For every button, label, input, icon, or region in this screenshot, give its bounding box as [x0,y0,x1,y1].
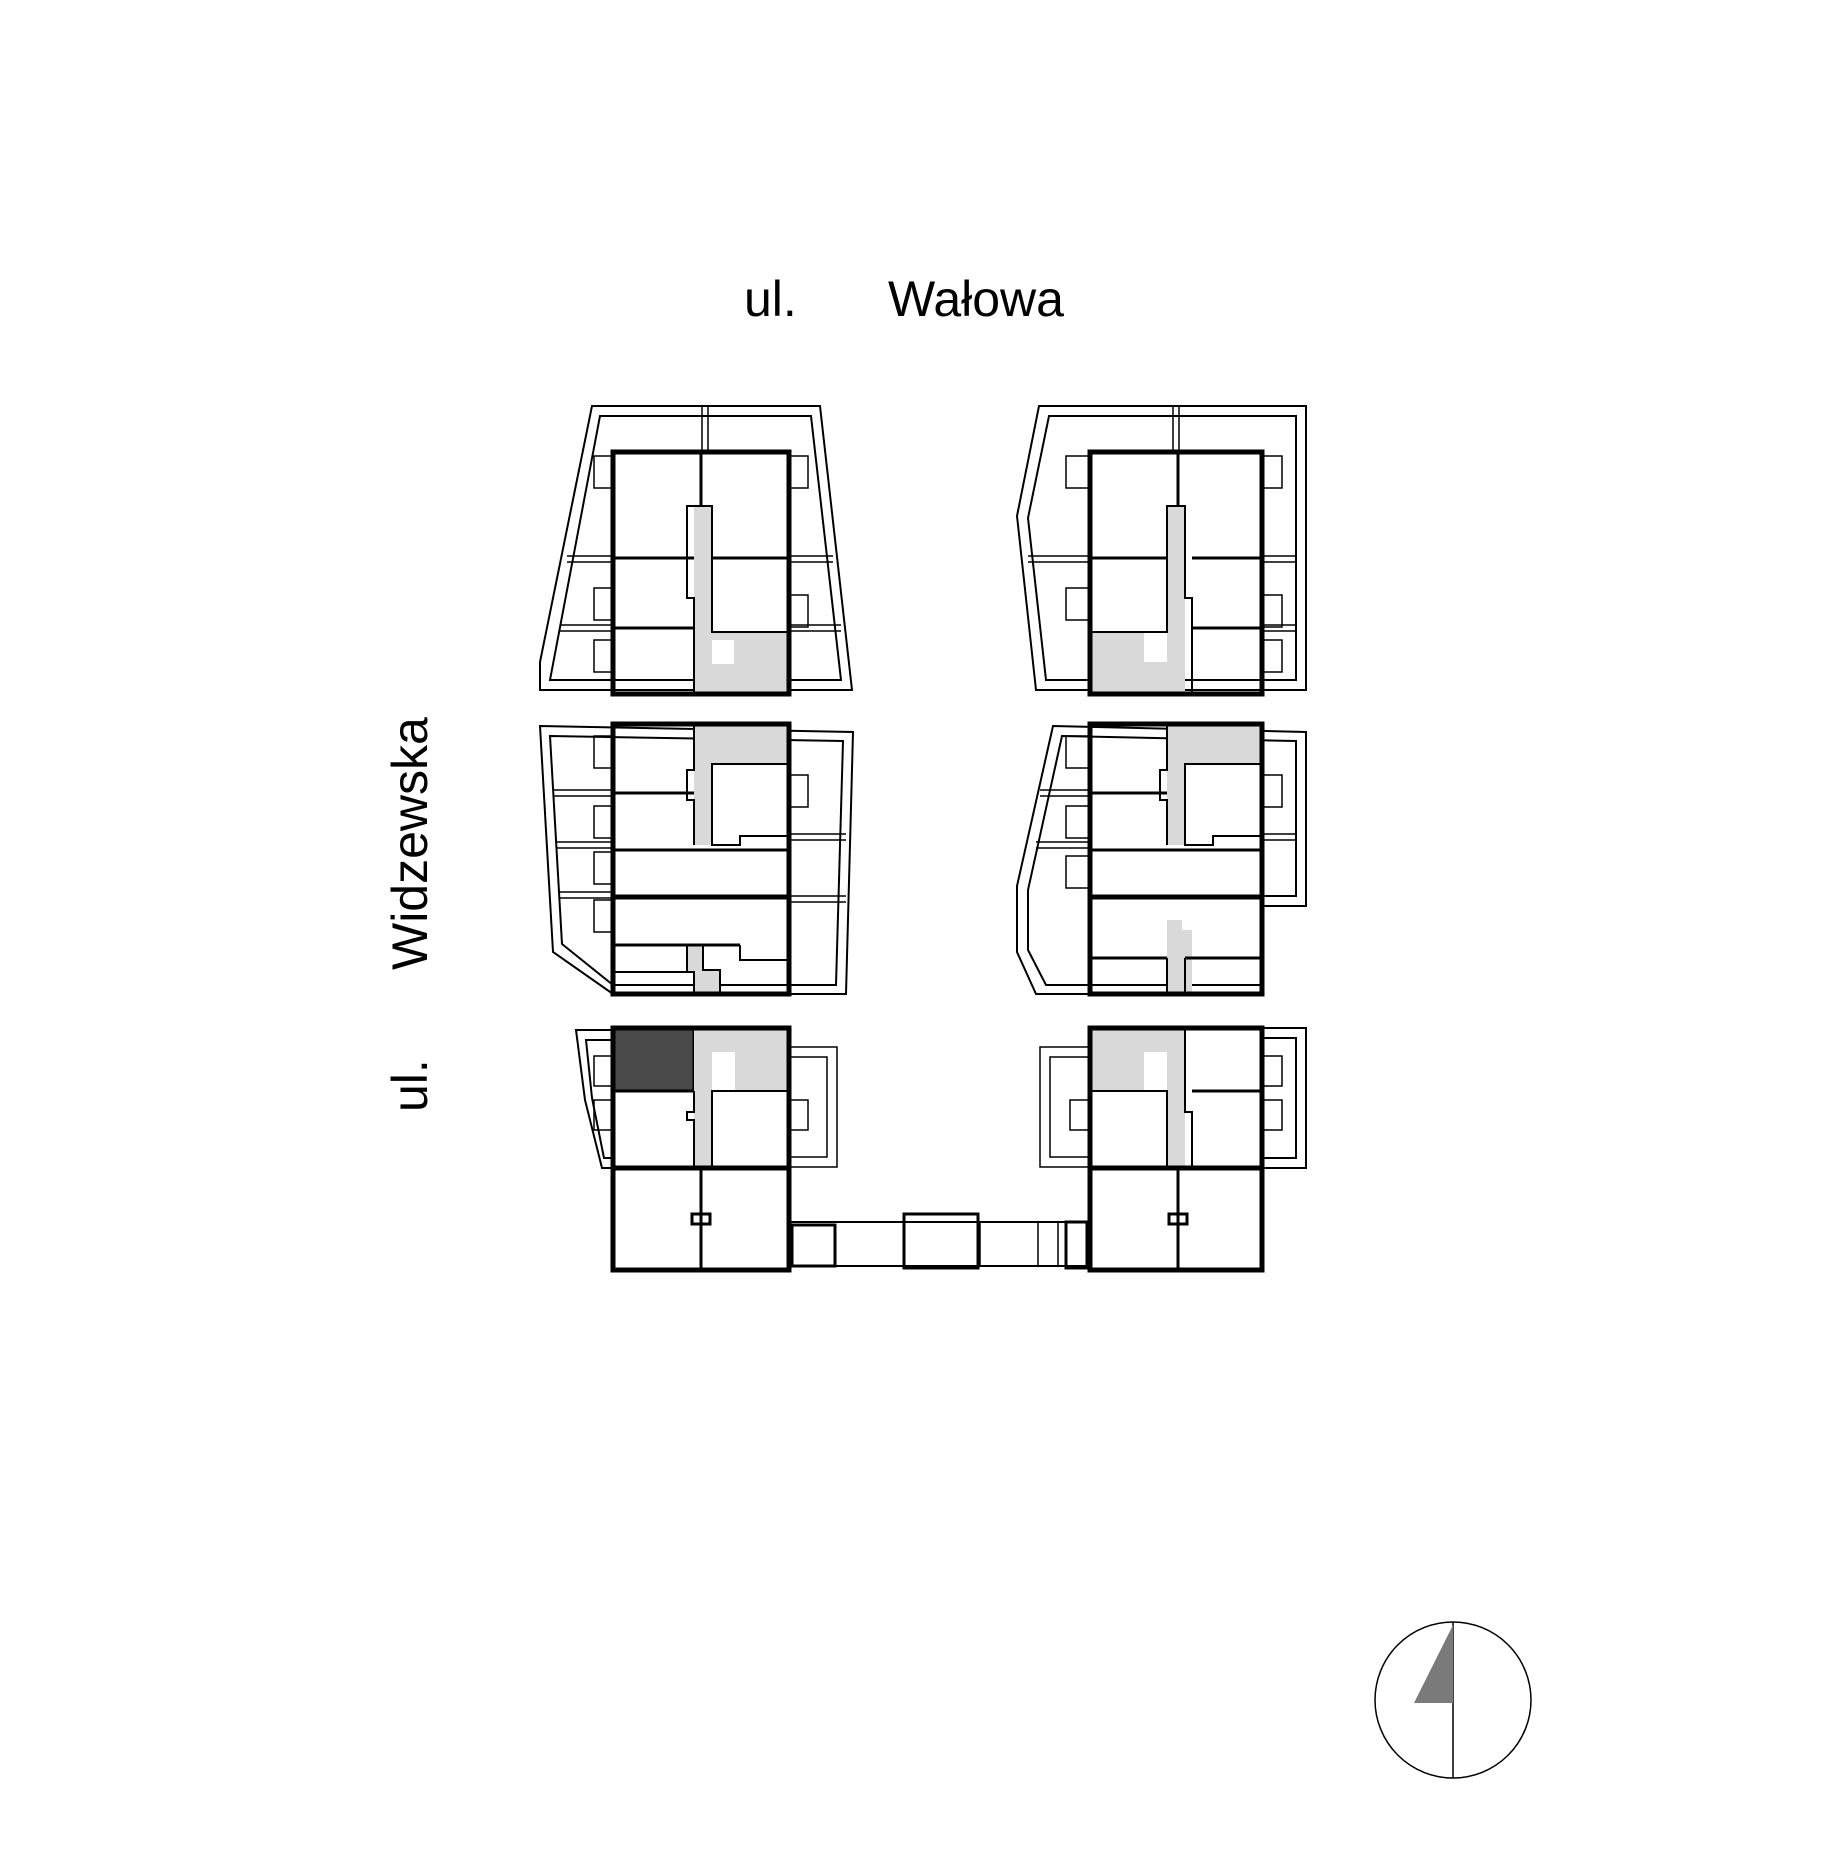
stair-core [686,1028,789,1168]
stair-core [1090,1028,1193,1168]
highlighted-unit[interactable] [611,1026,696,1093]
building-top-left [539,405,854,697]
compass-north-arrow-icon [1374,1621,1532,1779]
stair-core [1090,505,1193,694]
stair-core [1159,726,1262,994]
street-north-name: Wałowa [888,271,1064,327]
building-bottom-left [574,1025,838,1273]
stair-core [686,505,789,694]
building-middle-left [538,721,855,997]
stair-core [686,726,789,994]
connecting-wing [789,1212,1090,1270]
street-north-prefix: ul. [744,271,797,327]
building-middle-right [1016,721,1307,997]
building-bottom-right [1039,1025,1307,1273]
building-top-right [1015,405,1307,697]
street-west-name: Widzewska [382,717,438,970]
street-west-prefix: ul. [382,1059,438,1112]
